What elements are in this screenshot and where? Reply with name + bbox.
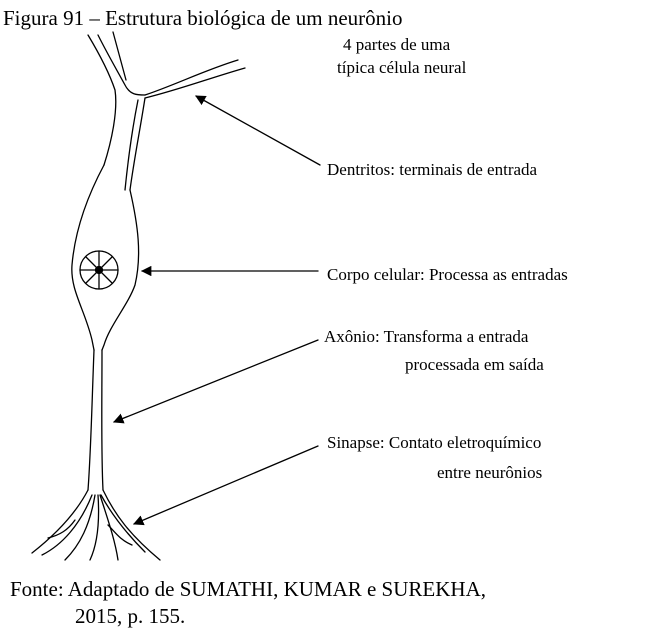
synapse-terminals-shape [31,489,161,561]
synapse-arrow [133,445,319,526]
source-line1: Fonte: Adaptado de SUMATHI, KUMAR e SURE… [10,577,486,601]
dendrites-shape [87,31,246,191]
axon-label-line1: Axônio: Transforma a entrada [324,327,529,346]
cell-body-label: Corpo celular: Processa as entradas [327,265,568,284]
axon-arrow [113,339,319,424]
figure-title: Figura 91 – Estrutura biológica de um ne… [3,6,403,30]
dendrites-arrow [195,95,321,166]
dendrites-label: Dentritos: terminais de entrada [327,160,538,179]
axon-shape [87,349,104,491]
synapse-label-line2: entre neurônios [437,463,543,482]
nucleus-shape [79,250,119,290]
synapse-label-line1: Sinapse: Contato eletroquímico [327,433,542,452]
cell-body-shape [71,164,140,351]
figure-subtitle-line2: típica célula neural [337,58,467,77]
axon-label-line2: processada em saída [405,355,544,374]
source-line2: 2015, p. 155. [75,604,186,628]
figure-subtitle-line1: 4 partes de uma [343,35,451,54]
